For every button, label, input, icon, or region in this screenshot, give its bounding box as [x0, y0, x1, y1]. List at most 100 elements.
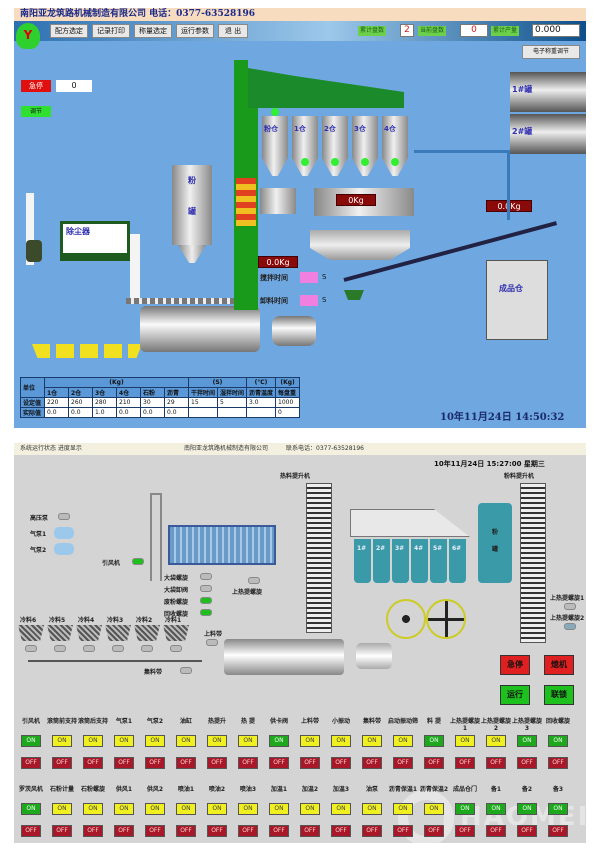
on-button[interactable]: ON: [424, 735, 444, 747]
on-button[interactable]: ON: [455, 735, 475, 747]
off-button[interactable]: OFF: [393, 757, 413, 769]
off-button[interactable]: OFF: [331, 757, 351, 769]
off-button[interactable]: OFF: [114, 825, 134, 837]
on-button[interactable]: ON: [52, 803, 72, 815]
tab-exit[interactable]: 退 出: [218, 24, 248, 38]
fan-indicator: [132, 558, 144, 565]
on-button[interactable]: ON: [238, 735, 258, 747]
off-button[interactable]: OFF: [362, 757, 382, 769]
off-button[interactable]: OFF: [83, 825, 103, 837]
off-button[interactable]: OFF: [83, 757, 103, 769]
on-button[interactable]: ON: [548, 735, 568, 747]
off-button[interactable]: OFF: [52, 757, 72, 769]
off-button[interactable]: OFF: [331, 825, 351, 837]
off-button[interactable]: OFF: [362, 825, 382, 837]
on-button[interactable]: ON: [269, 803, 289, 815]
on-button[interactable]: ON: [114, 735, 134, 747]
table-cell[interactable]: 1000: [275, 397, 301, 408]
on-button[interactable]: ON: [548, 803, 568, 815]
off-button[interactable]: OFF: [548, 757, 568, 769]
tab-params[interactable]: 运行参数: [176, 24, 214, 38]
off-button[interactable]: OFF: [207, 757, 227, 769]
shutdown-button[interactable]: 熄机: [544, 655, 574, 675]
off-button[interactable]: OFF: [52, 825, 72, 837]
off-button[interactable]: OFF: [269, 825, 289, 837]
off-button[interactable]: OFF: [176, 825, 196, 837]
on-button[interactable]: ON: [83, 803, 103, 815]
table-cell[interactable]: 29: [164, 397, 189, 408]
batching-control-panel: 南阳亚龙筑路机械制造有限公司 电话：0377-63528196 Y 配方选定 记…: [14, 8, 586, 428]
on-button[interactable]: ON: [21, 735, 41, 747]
table-cell[interactable]: 210: [116, 397, 141, 408]
on-button[interactable]: ON: [176, 803, 196, 815]
off-button[interactable]: OFF: [517, 757, 537, 769]
off-button[interactable]: OFF: [269, 757, 289, 769]
on-button[interactable]: ON: [300, 735, 320, 747]
on-button[interactable]: ON: [393, 735, 413, 747]
on-button[interactable]: ON: [331, 803, 351, 815]
scale-adjust-button[interactable]: 电子称重调节: [522, 45, 580, 59]
on-button[interactable]: ON: [486, 803, 506, 815]
tab-weighing[interactable]: 称量选定: [134, 24, 172, 38]
off-button[interactable]: OFF: [424, 757, 444, 769]
on-button[interactable]: ON: [21, 803, 41, 815]
off-button[interactable]: OFF: [300, 825, 320, 837]
tab-recipe[interactable]: 配方选定: [50, 24, 88, 38]
on-button[interactable]: ON: [176, 735, 196, 747]
off-button[interactable]: OFF: [486, 757, 506, 769]
on-button[interactable]: ON: [424, 803, 444, 815]
off-button[interactable]: OFF: [114, 757, 134, 769]
mix-time-input[interactable]: [300, 272, 318, 283]
off-button[interactable]: OFF: [207, 825, 227, 837]
off-button[interactable]: OFF: [21, 757, 41, 769]
off-button[interactable]: OFF: [145, 757, 165, 769]
tab-print[interactable]: 记录打印: [92, 24, 130, 38]
on-button[interactable]: ON: [455, 803, 475, 815]
powder-tank: 粉 罐: [172, 165, 212, 245]
on-button[interactable]: ON: [331, 735, 351, 747]
off-button[interactable]: OFF: [176, 757, 196, 769]
on-button[interactable]: ON: [83, 735, 103, 747]
off-button[interactable]: OFF: [424, 825, 444, 837]
table-cell[interactable]: 30: [140, 397, 165, 408]
run-button[interactable]: 运行: [500, 685, 530, 705]
table-cell[interactable]: 15: [187, 397, 219, 408]
on-button[interactable]: ON: [300, 803, 320, 815]
on-button[interactable]: ON: [517, 803, 537, 815]
table-cell[interactable]: 280: [92, 397, 117, 408]
off-button[interactable]: OFF: [455, 825, 475, 837]
off-button[interactable]: OFF: [238, 825, 258, 837]
off-button[interactable]: OFF: [300, 757, 320, 769]
on-button[interactable]: ON: [517, 735, 537, 747]
off-button[interactable]: OFF: [486, 825, 506, 837]
off-button[interactable]: OFF: [21, 825, 41, 837]
table-cell[interactable]: 260: [68, 397, 93, 408]
on-button[interactable]: ON: [145, 803, 165, 815]
table-cell[interactable]: 5: [217, 397, 248, 408]
on-button[interactable]: ON: [362, 803, 382, 815]
on-button[interactable]: ON: [207, 735, 227, 747]
table-cell[interactable]: 220: [44, 397, 69, 408]
adjust-button[interactable]: 调节: [21, 106, 51, 117]
discharge-time-input[interactable]: [300, 295, 318, 306]
on-button[interactable]: ON: [269, 735, 289, 747]
off-button[interactable]: OFF: [238, 757, 258, 769]
on-button[interactable]: ON: [145, 735, 165, 747]
off-button[interactable]: OFF: [145, 825, 165, 837]
on-button[interactable]: ON: [238, 803, 258, 815]
estop-button[interactable]: 急停: [500, 655, 530, 675]
on-button[interactable]: ON: [486, 735, 506, 747]
off-button[interactable]: OFF: [548, 825, 568, 837]
table-cell[interactable]: 3.0: [246, 397, 277, 408]
interlock-button[interactable]: 联锁: [544, 685, 574, 705]
on-button[interactable]: ON: [52, 735, 72, 747]
off-button[interactable]: OFF: [455, 757, 475, 769]
off-button[interactable]: OFF: [517, 825, 537, 837]
on-button[interactable]: ON: [362, 735, 382, 747]
off-button[interactable]: OFF: [393, 825, 413, 837]
on-button[interactable]: ON: [207, 803, 227, 815]
emergency-stop-button[interactable]: 急停: [21, 80, 51, 92]
on-button[interactable]: ON: [114, 803, 134, 815]
on-button[interactable]: ON: [393, 803, 413, 815]
switch-label: 上料带: [300, 718, 319, 725]
